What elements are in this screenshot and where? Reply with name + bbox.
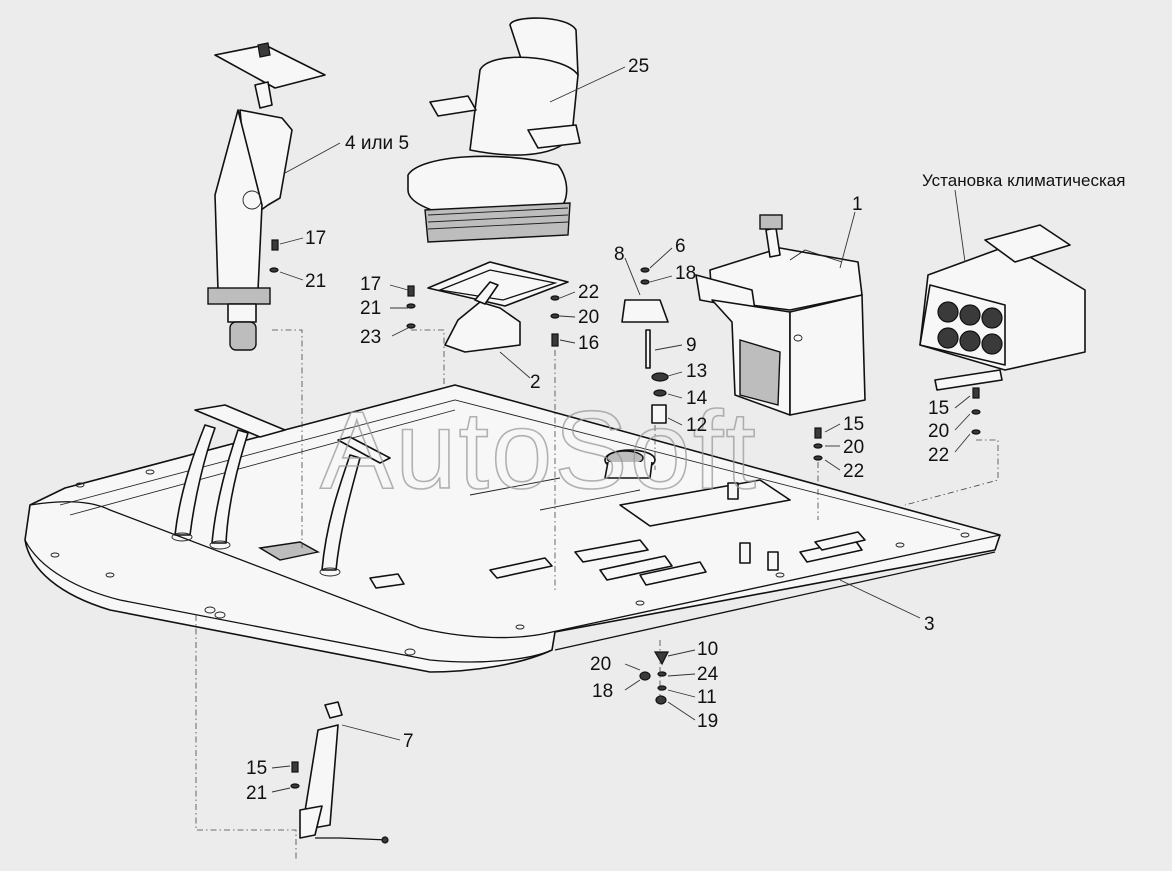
callout-climate-unit: Установка климатическая <box>922 171 1125 190</box>
operator-seat <box>407 17 581 243</box>
callout-3: 3 <box>924 614 935 635</box>
callout-15-c: 15 <box>246 758 267 779</box>
callout-19: 19 <box>697 711 718 732</box>
callout-20-c: 20 <box>928 421 949 442</box>
callout-2: 2 <box>530 372 541 393</box>
climate-unit <box>919 224 1086 391</box>
callout-labels: 25 4 или 5 Установка климатическая 1 17 … <box>246 56 1125 804</box>
callout-20-a: 20 <box>578 307 599 328</box>
callout-15-a: 15 <box>843 414 864 435</box>
callout-22-b: 22 <box>843 461 864 482</box>
callout-8: 8 <box>614 244 625 265</box>
callout-25: 25 <box>628 56 649 77</box>
callout-17-a: 17 <box>305 228 326 249</box>
callout-24: 24 <box>697 664 719 685</box>
callout-13: 13 <box>686 361 707 382</box>
callout-22-a: 22 <box>578 282 599 303</box>
watermark: AutoSoft <box>320 389 758 512</box>
accelerator-pedal <box>319 436 391 577</box>
callout-11: 11 <box>697 687 717 708</box>
brake-pedals <box>171 404 286 550</box>
callout-22-c: 22 <box>928 445 949 466</box>
leader-lines <box>271 66 971 793</box>
callout-18-b: 18 <box>592 681 613 702</box>
callout-21-a: 21 <box>305 271 326 292</box>
callout-10: 10 <box>697 639 718 660</box>
control-console <box>695 214 866 416</box>
callout-23: 23 <box>360 327 381 348</box>
seat-mount-bracket <box>427 261 569 353</box>
callout-20-b: 20 <box>843 437 864 458</box>
callout-14: 14 <box>686 388 708 409</box>
callout-9: 9 <box>686 335 697 356</box>
callout-21-b: 21 <box>360 298 381 319</box>
callout-12: 12 <box>686 415 707 436</box>
callout-20-d: 20 <box>590 654 611 675</box>
lever-assembly <box>299 701 389 844</box>
callout-4-or-5: 4 или 5 <box>345 133 409 154</box>
callout-6: 6 <box>675 236 686 257</box>
cab-floor-platform <box>24 384 1001 673</box>
steering-column <box>207 42 326 351</box>
callout-1: 1 <box>852 194 863 215</box>
callout-18-a: 18 <box>675 263 696 284</box>
callout-21-c: 21 <box>246 783 267 804</box>
callout-17-b: 17 <box>360 274 381 295</box>
callout-15-b: 15 <box>928 398 949 419</box>
callout-16: 16 <box>578 333 599 354</box>
fasteners <box>269 239 981 789</box>
callout-7: 7 <box>403 731 414 752</box>
assembly-axes <box>195 329 999 860</box>
